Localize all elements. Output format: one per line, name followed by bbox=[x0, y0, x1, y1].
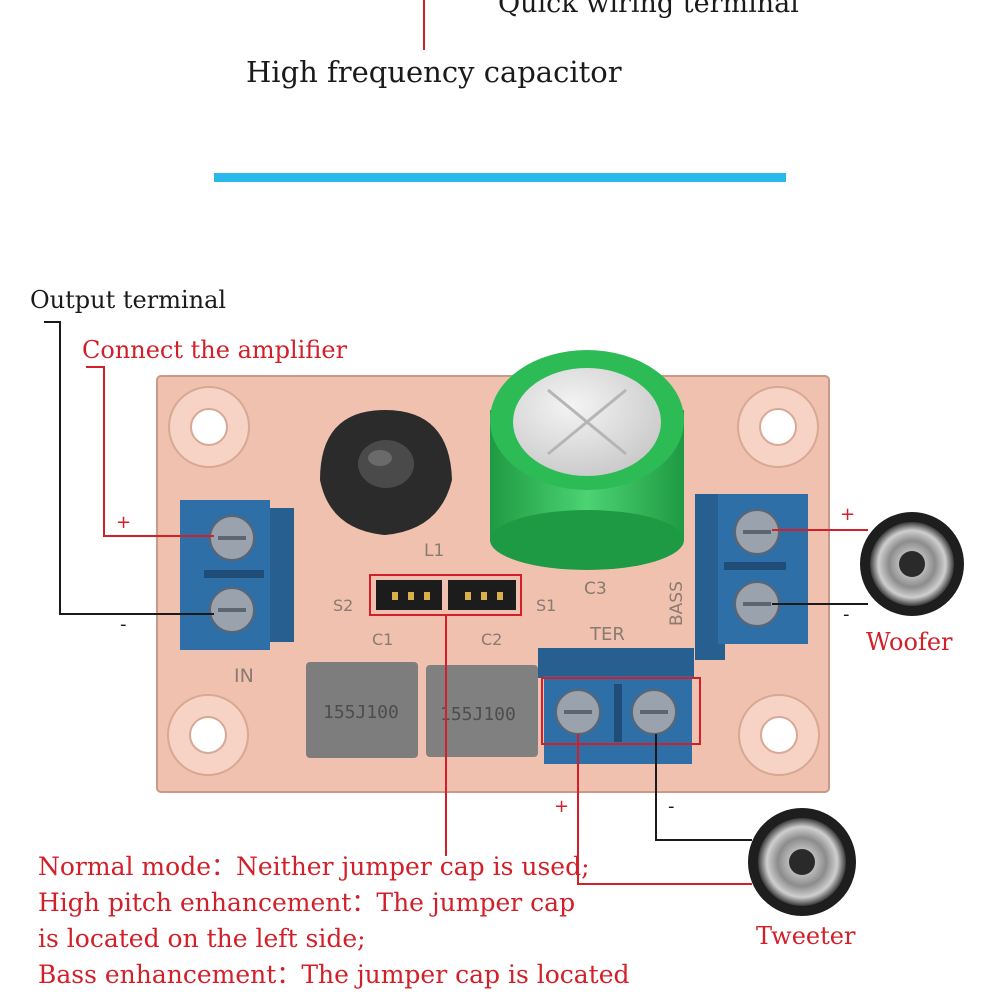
silk-l1: L1 bbox=[424, 541, 444, 561]
svg-text:155J100: 155J100 bbox=[323, 702, 399, 723]
tweeter-plus-wire bbox=[577, 734, 752, 885]
electrolytic-capacitor-c3 bbox=[490, 350, 684, 570]
silk-s2: S2 bbox=[333, 596, 353, 615]
silk-c2: C2 bbox=[481, 630, 502, 649]
mode-note-line-3: is located on the left side; bbox=[38, 924, 366, 953]
mounting-hole-top-left bbox=[168, 386, 250, 468]
tweeter-label: Tweeter bbox=[756, 922, 856, 950]
film-capacitor-c1: 155J100 bbox=[306, 662, 418, 758]
high-frequency-capacitor-label: High frequency capacitor bbox=[246, 55, 622, 89]
input-plus-sign: + bbox=[116, 512, 132, 533]
tweeter-minus-wire bbox=[655, 734, 752, 841]
mode-note-line-4: Bass enhancement：The jumper cap is locat… bbox=[38, 960, 630, 989]
silk-c3: C3 bbox=[584, 579, 607, 599]
tweeter-terminal-block bbox=[538, 648, 701, 764]
output-terminal-wire bbox=[44, 321, 214, 615]
jumper-header bbox=[369, 574, 522, 616]
amplifier-wire bbox=[86, 366, 214, 537]
inductor-l1 bbox=[320, 410, 452, 535]
accent-divider-bar bbox=[214, 173, 786, 182]
film-capacitor-c2: 155J100 bbox=[426, 665, 538, 757]
silk-in: IN bbox=[234, 665, 254, 687]
silk-s1: S1 bbox=[536, 596, 556, 615]
svg-text:155J100: 155J100 bbox=[440, 704, 516, 725]
connect-amplifier-label: Connect the amplifier bbox=[82, 336, 348, 364]
tweeter-terminal-highlight-box bbox=[541, 677, 701, 745]
silk-ter: TER bbox=[589, 624, 625, 645]
mounting-hole-top-right bbox=[737, 386, 819, 468]
tweeter-speaker-icon bbox=[748, 808, 856, 916]
bass-terminal-block bbox=[695, 494, 808, 660]
silk-bass: BASS bbox=[667, 581, 687, 626]
quick-wiring-terminal-label: Quick wiring terminal bbox=[498, 0, 799, 19]
input-minus-sign: - bbox=[120, 614, 127, 635]
mode-note-line-2: High pitch enhancement：The jumper cap bbox=[38, 888, 576, 917]
input-terminal-block bbox=[180, 500, 294, 650]
woofer-speaker-icon bbox=[860, 512, 964, 616]
woofer-plus-sign: + bbox=[840, 504, 856, 525]
mounting-hole-bottom-left bbox=[167, 694, 249, 776]
mode-note-line-1: Normal mode：Neither jumper cap is used; bbox=[38, 852, 590, 881]
tweeter-minus-sign: - bbox=[668, 796, 675, 817]
tweeter-plus-sign: + bbox=[554, 796, 570, 817]
silk-c1: C1 bbox=[372, 630, 393, 649]
woofer-label: Woofer bbox=[866, 628, 953, 656]
mounting-hole-bottom-right bbox=[738, 694, 820, 776]
woofer-minus-sign: - bbox=[843, 604, 850, 625]
output-terminal-label: Output terminal bbox=[30, 286, 227, 314]
